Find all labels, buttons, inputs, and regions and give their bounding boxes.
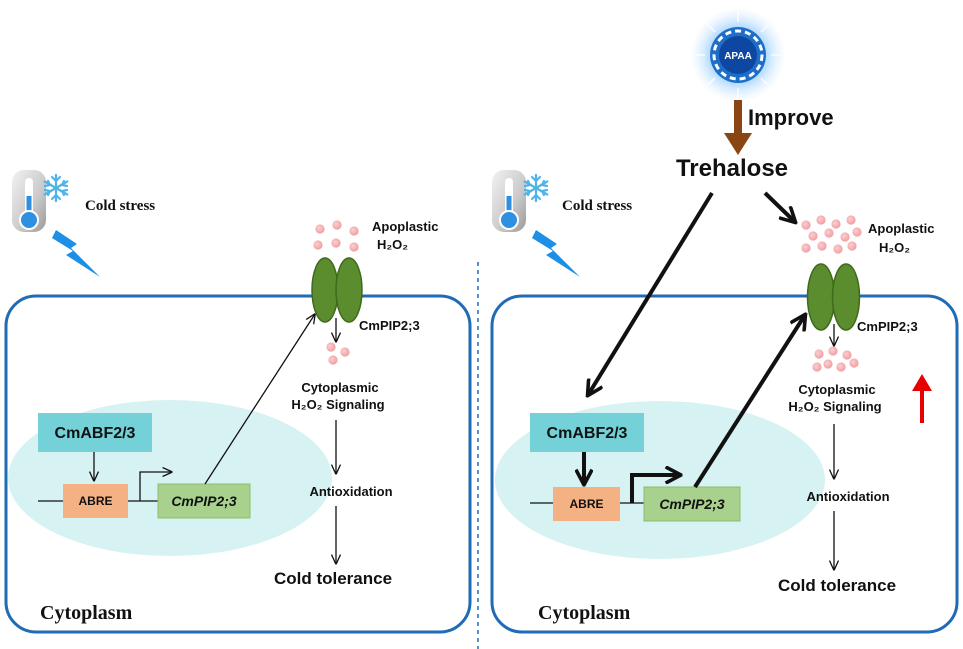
thermometer-snowflake-icon: [492, 170, 549, 232]
cytoplasmic-signaling-label: H₂O₂ Signaling: [788, 399, 881, 414]
membrane-channel-label: CmPIP2;3: [857, 319, 918, 334]
apoplastic-label: Apoplastic: [372, 219, 438, 234]
antioxidation-label: Antioxidation: [806, 489, 889, 504]
cold-stress-label: Cold stress: [562, 198, 632, 214]
apoplastic-h2o2-dots: [801, 215, 862, 254]
cytoplasm-label: Cytoplasm: [40, 602, 133, 624]
red-up-arrow-icon: [912, 374, 932, 423]
right-panel: APAA Improve Trehalose: [490, 7, 959, 634]
gene-to-channel-arrow: [693, 315, 805, 489]
promoter-box: [553, 487, 620, 521]
cytoplasmic-label: Cytoplasmic: [301, 380, 378, 395]
aquaporin-channel-icon: [806, 263, 861, 331]
cytoplasmic-h2o2-dots: [326, 342, 350, 365]
transcription-start-arrow: [630, 475, 680, 503]
cytoplasmic-signaling-label: H₂O₂ Signaling: [291, 397, 384, 412]
transcription-start-arrow: [139, 472, 172, 501]
gene-box: [643, 486, 741, 522]
apaa-label: APAA: [724, 51, 752, 62]
trehalose-to-factor-arrow: [588, 191, 714, 395]
cytoplasmic-h2o2-dots: [812, 346, 859, 372]
promoter-box: [63, 484, 128, 518]
aquaporin-channel-icon: [311, 257, 363, 323]
cytoplasm-label: Cytoplasm: [538, 602, 631, 624]
cytoplasmic-label: Cytoplasmic: [798, 382, 875, 397]
promoter-label: ABRE: [78, 494, 112, 508]
improve-label: Improve: [748, 105, 834, 130]
thermometer-snowflake-icon: [12, 170, 69, 232]
cell-membrane: [490, 294, 959, 634]
apaa-badge-icon: [690, 7, 786, 103]
gene-to-channel-arrow: [204, 314, 315, 485]
gene-box: [157, 483, 251, 519]
gene-label: CmPIP2;3: [171, 493, 237, 509]
cold-tolerance-label: Cold tolerance: [274, 569, 392, 588]
apoplastic-label: Apoplastic: [868, 221, 934, 236]
improve-arrow: [724, 100, 752, 155]
lightning-bolt-icon: [532, 230, 580, 277]
cold-tolerance-label: Cold tolerance: [778, 576, 896, 595]
apoplastic-h2o2-label: H₂O₂: [879, 240, 910, 255]
membrane-channel-label: CmPIP2;3: [359, 318, 420, 333]
lightning-bolt-icon: [52, 230, 100, 277]
trehalose-label: Trehalose: [676, 155, 788, 182]
antioxidation-label: Antioxidation: [309, 484, 392, 499]
transcription-factor-box: [38, 413, 152, 452]
transcription-factor-label: CmABF2/3: [547, 425, 628, 442]
trehalose-to-apoplast-arrow: [763, 191, 795, 222]
cold-stress-label: Cold stress: [85, 198, 155, 214]
promoter-label: ABRE: [569, 497, 603, 511]
left-panel: Cold stress Apoplastic H₂O₂ CmPIP2;3: [4, 170, 472, 634]
gene-label: CmPIP2;3: [659, 496, 725, 512]
apoplastic-h2o2-dots: [313, 220, 359, 252]
transcription-factor-box: [530, 413, 644, 452]
cell-membrane: [4, 294, 472, 634]
apoplastic-h2o2-label: H₂O₂: [377, 237, 408, 252]
transcription-factor-label: CmABF2/3: [55, 425, 136, 442]
